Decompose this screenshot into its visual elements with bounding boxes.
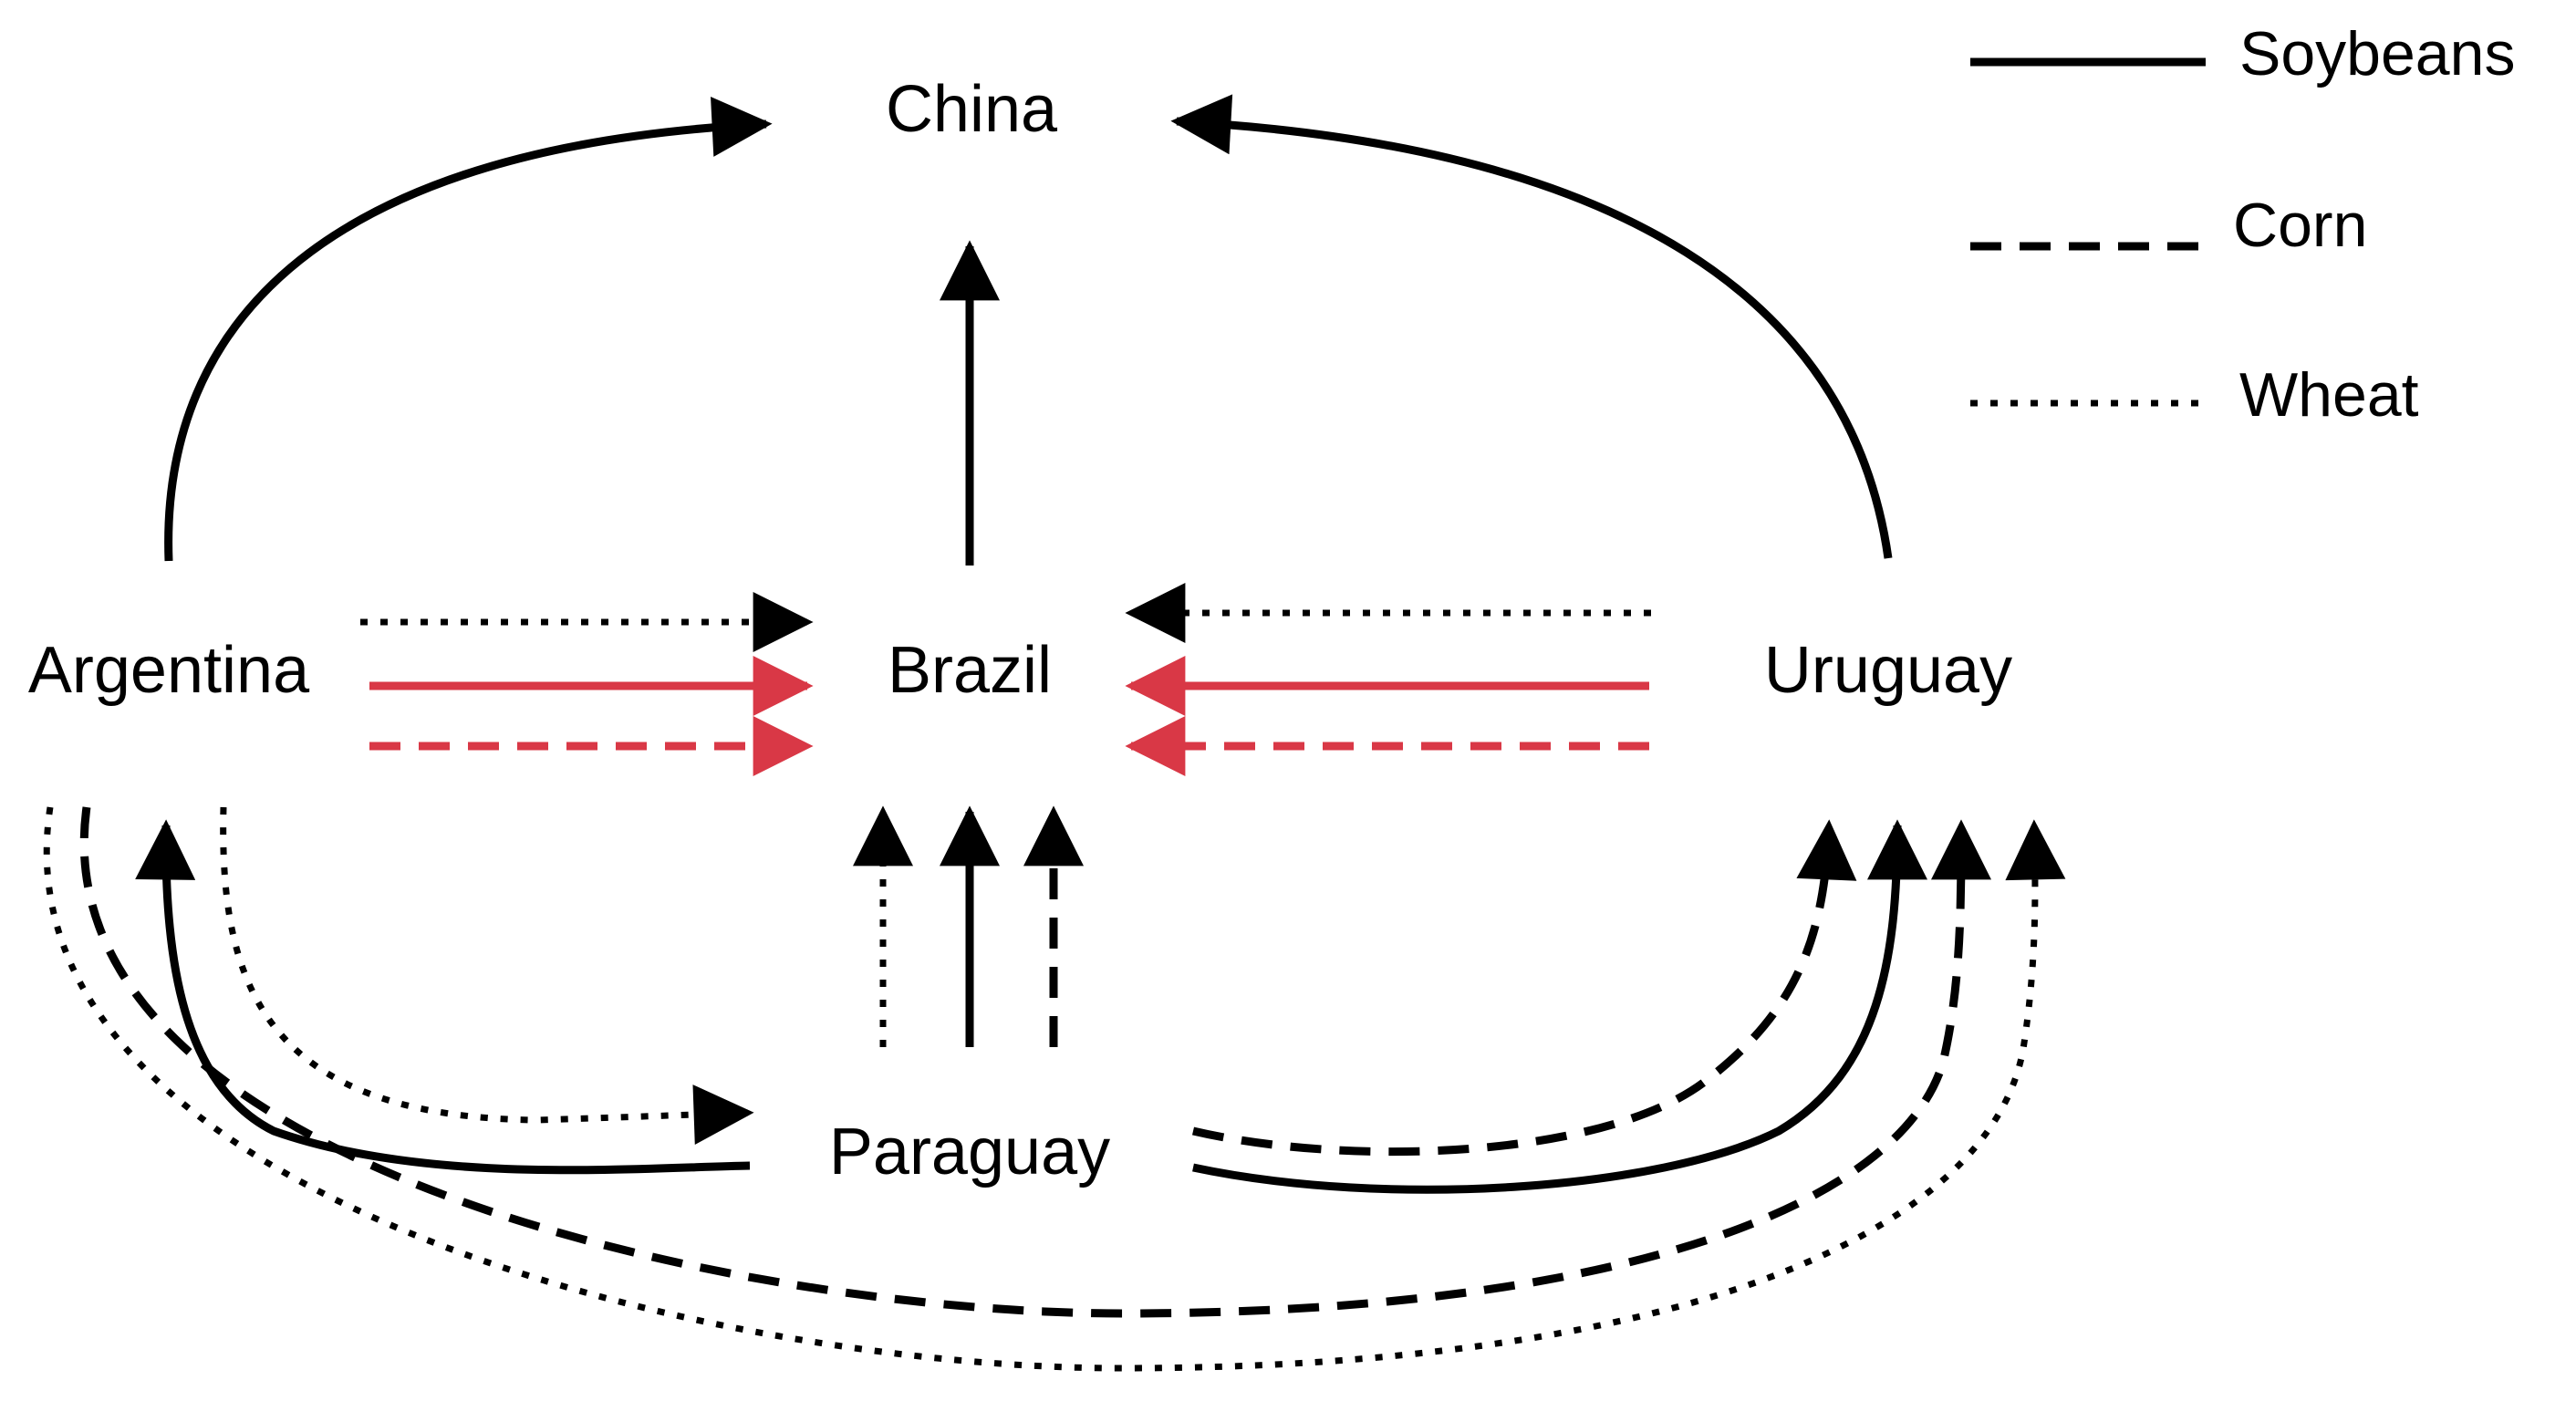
node-argentina: Argentina — [28, 634, 310, 707]
flow-argentina-paraguay-wheat — [220, 806, 754, 1146]
flow-argentina-china-soybeans — [164, 97, 773, 562]
flow-uruguay-china-soybeans — [1170, 94, 1893, 559]
node-uruguay: Uruguay — [1764, 634, 2012, 707]
node-brazil: Brazil — [888, 634, 1052, 707]
flow-paraguay-argentina-soybeans — [135, 819, 751, 1175]
legend: Soybeans Corn Wheat — [1970, 19, 2515, 430]
node-paraguay: Paraguay — [829, 1116, 1110, 1188]
node-china: China — [886, 73, 1058, 146]
flow-paraguay-uruguay-soybeans — [1192, 819, 1927, 1194]
legend-wheat-label: Wheat — [2239, 360, 2419, 430]
flow-argentina-uruguay-wheat — [43, 806, 2066, 1372]
flow-argentina-uruguay-corn — [79, 806, 1991, 1318]
legend-soybeans-label: Soybeans — [2239, 19, 2515, 88]
flow-paraguay-uruguay-corn — [1191, 819, 1857, 1157]
legend-corn-label: Corn — [2233, 191, 2367, 260]
